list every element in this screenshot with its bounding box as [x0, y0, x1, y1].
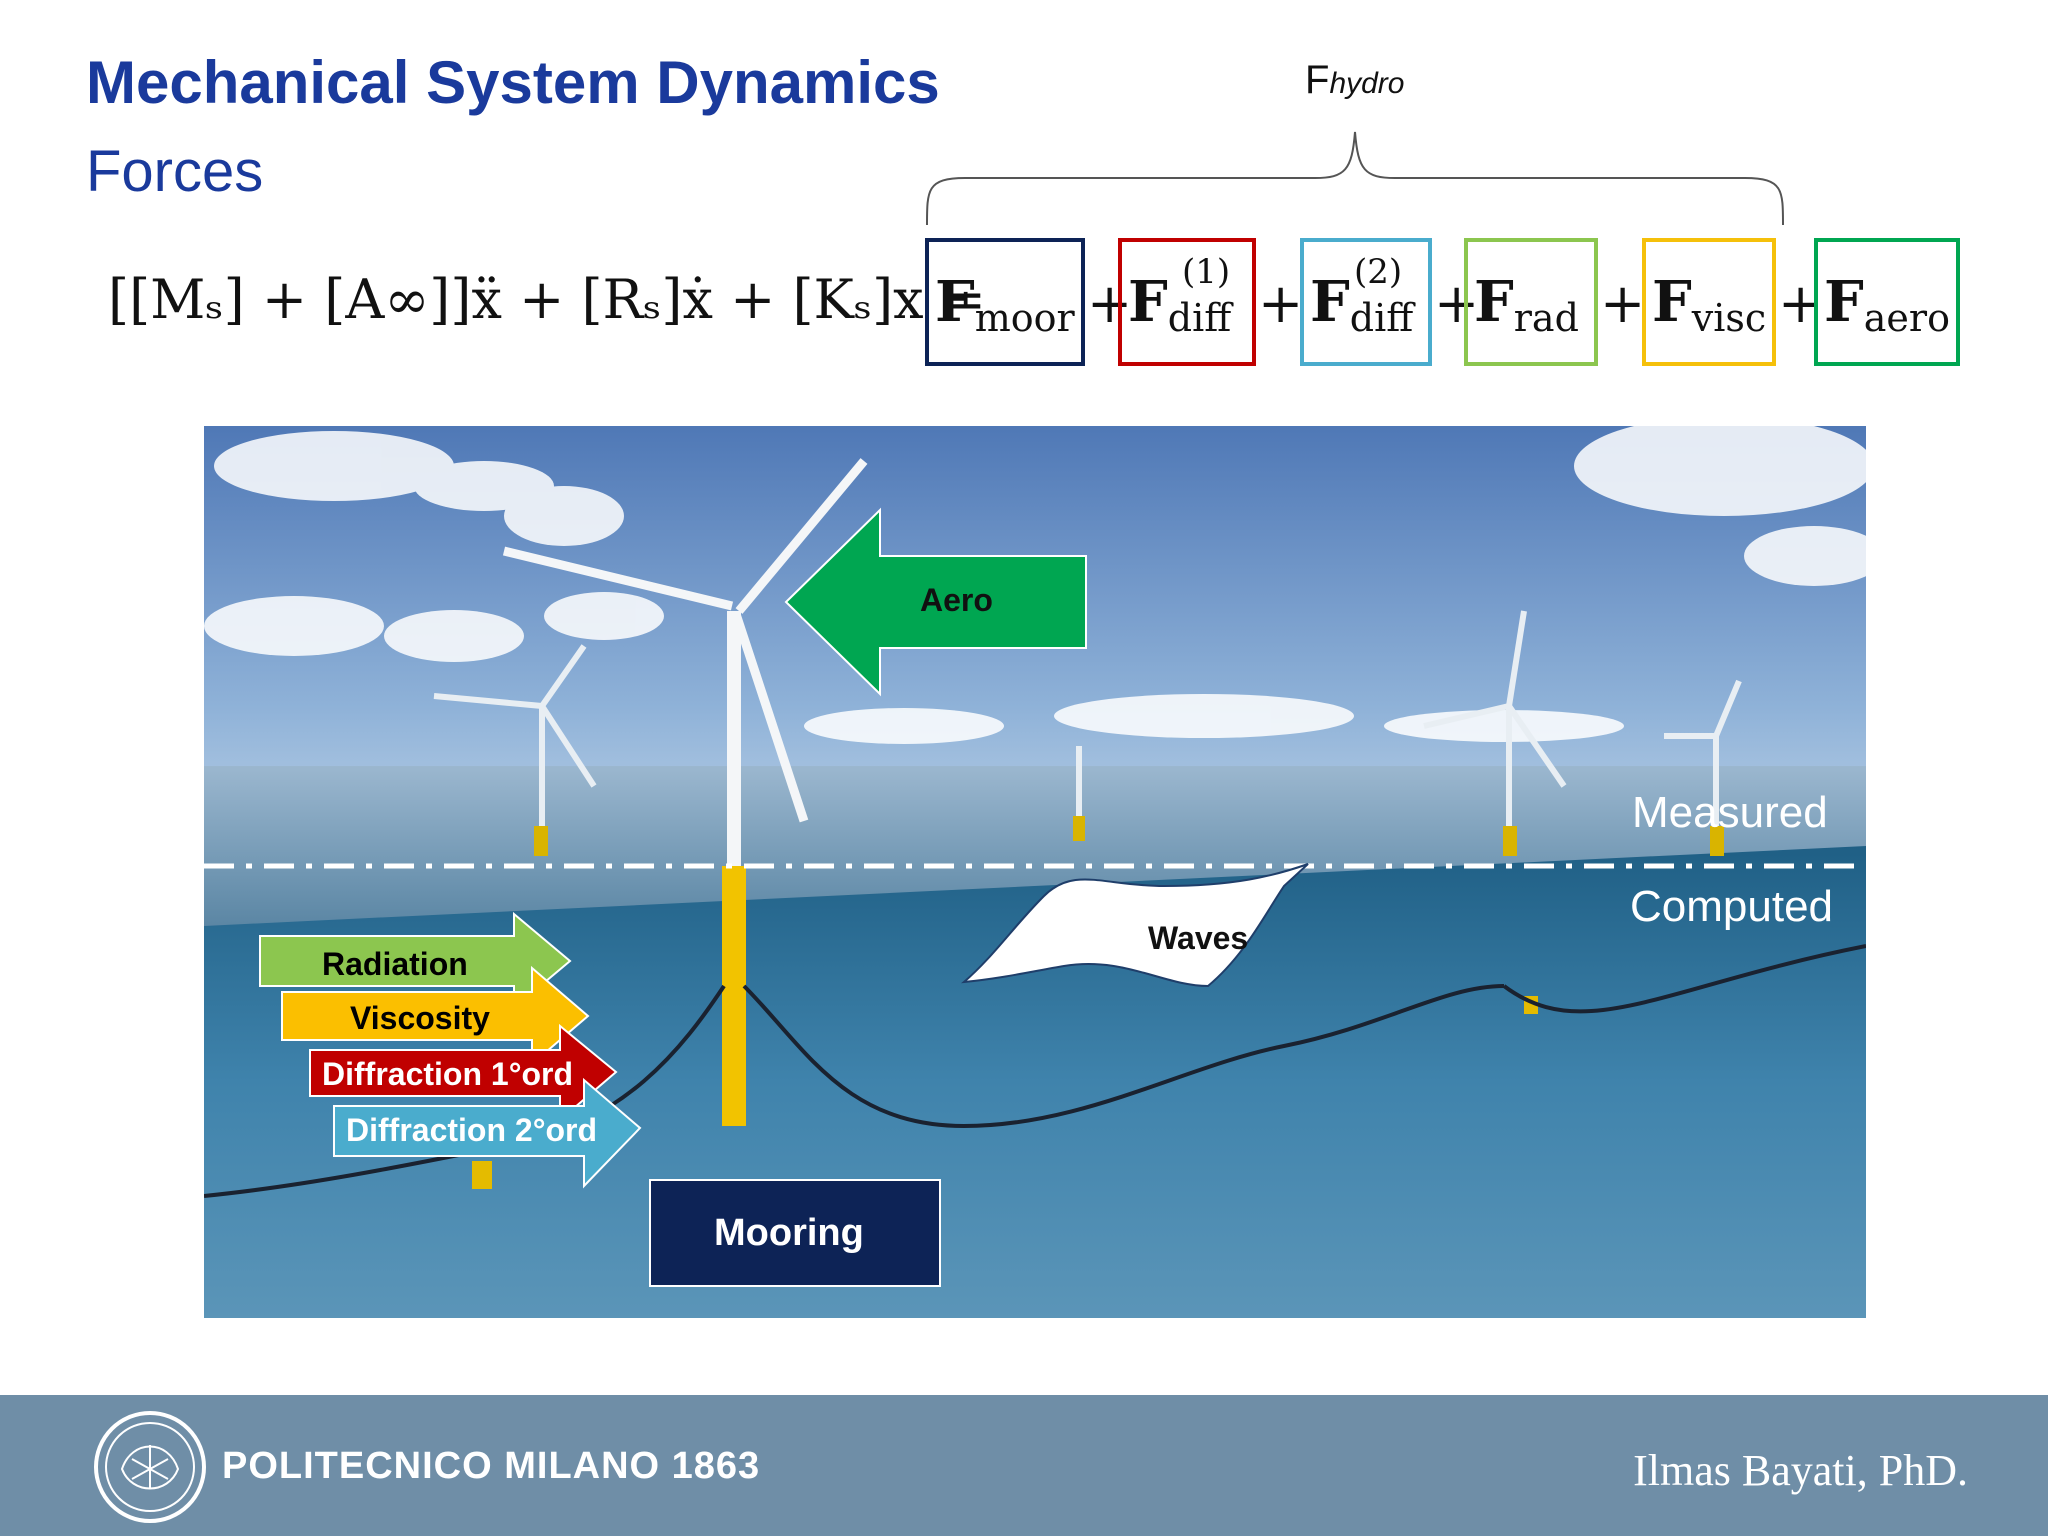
footer-bar: POLITECNICO MILANO 1863 Ilmas Bayati, Ph… — [0, 1395, 2048, 1536]
hydro-force-label: Fhydro — [1305, 58, 1404, 103]
waves-label: Waves — [1148, 920, 1249, 956]
plus-sign: + — [1434, 272, 1480, 335]
term-aero-sub: aero — [1863, 296, 1950, 340]
diffraction2-label: Diffraction 2°ord — [346, 1112, 598, 1148]
plus-sign: + — [1600, 272, 1646, 335]
term-diff1-sup: (1) — [1182, 252, 1231, 292]
hydro-label-main: F — [1305, 58, 1330, 102]
hydro-label-sub: hydro — [1329, 67, 1405, 100]
computed-label: Computed — [1630, 882, 1834, 931]
equation-lhs: [[Mₛ] + [A∞]]ẍ + [Rₛ]ẋ + [Kₛ]x = — [108, 268, 987, 331]
diffraction2-arrow — [333, 1077, 642, 1189]
wind-turbines — [433, 610, 1742, 846]
term-rad-symbol: F — [1474, 269, 1514, 335]
hydro-brace — [926, 131, 1784, 226]
waves-flag — [960, 863, 1309, 988]
slide-subtitle: Forces — [86, 139, 264, 204]
offshore-wind-scene: Measured Computed Aero Waves Mooring Rad… — [204, 426, 1866, 1318]
term-moor-symbol: F — [935, 269, 975, 335]
term-diff2-sup: (2) — [1354, 252, 1403, 292]
plus-sign: + — [1258, 272, 1304, 335]
mooring-box — [649, 1179, 941, 1287]
term-moor-sub: moor — [974, 296, 1075, 340]
main-turbine — [502, 458, 868, 866]
radiation-label: Radiation — [322, 946, 468, 982]
slide-title: Mechanical System Dynamics — [86, 49, 940, 116]
university-seal-icon — [94, 1411, 206, 1523]
main-spar-buoy — [722, 866, 746, 1126]
diffraction1-label: Diffraction 1°ord — [322, 1056, 574, 1092]
plus-sign: + — [1087, 272, 1133, 335]
term-visc-sub: visc — [1691, 296, 1767, 340]
term-diff2-sub: diff — [1349, 296, 1414, 340]
footer-author: Ilmas Bayati, PhD. — [1633, 1446, 1968, 1495]
viscosity-label: Viscosity — [350, 1000, 490, 1036]
term-diff1-sub: diff — [1167, 296, 1232, 340]
term-diff2-symbol: F — [1310, 269, 1350, 335]
aero-arrow — [784, 507, 1087, 697]
term-diff1-symbol: F — [1128, 269, 1168, 335]
clouds — [204, 426, 1866, 744]
scene-illustration — [204, 426, 1866, 1318]
underwater — [204, 846, 1866, 1318]
term-aero-symbol: F — [1824, 269, 1864, 335]
mooring-label: Mooring — [714, 1212, 864, 1254]
measured-label: Measured — [1632, 788, 1828, 837]
aero-label: Aero — [920, 582, 993, 618]
term-rad-sub: rad — [1513, 296, 1579, 340]
term-visc-symbol: F — [1652, 269, 1692, 335]
footer-organization: POLITECNICO MILANO 1863 — [222, 1445, 761, 1487]
